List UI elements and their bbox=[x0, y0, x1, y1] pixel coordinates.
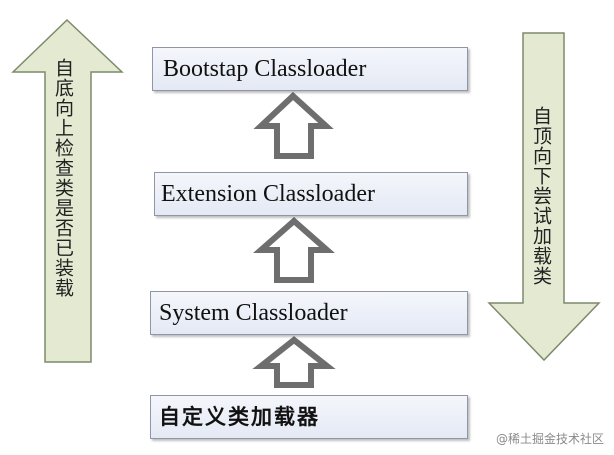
small-up-arrow-2 bbox=[253, 217, 335, 283]
bootstrap-classloader-label: Bootstap Classloader bbox=[163, 56, 367, 82]
custom-classloader-label: 自定义类加载器 bbox=[159, 404, 320, 429]
custom-classloader-box: 自定义类加载器 bbox=[150, 395, 468, 439]
left-up-arrow bbox=[11, 18, 124, 363]
right-arrow-label: 自顶向下尝试加载类 bbox=[530, 106, 552, 286]
right-down-arrow bbox=[487, 32, 601, 362]
small-up-arrow-3 bbox=[252, 336, 336, 388]
watermark: @稀土掘金技术社区 bbox=[495, 432, 604, 446]
system-classloader-label: System Classloader bbox=[159, 300, 348, 326]
small-up-arrow-1 bbox=[253, 91, 334, 159]
system-classloader-box: System Classloader bbox=[150, 291, 468, 335]
bootstrap-classloader-box: Bootstap Classloader bbox=[152, 47, 468, 91]
extension-classloader-label: Extension Classloader bbox=[161, 181, 375, 207]
left-arrow-label: 自底向上检查类是否已装载 bbox=[52, 58, 74, 298]
extension-classloader-box: Extension Classloader bbox=[154, 172, 468, 216]
